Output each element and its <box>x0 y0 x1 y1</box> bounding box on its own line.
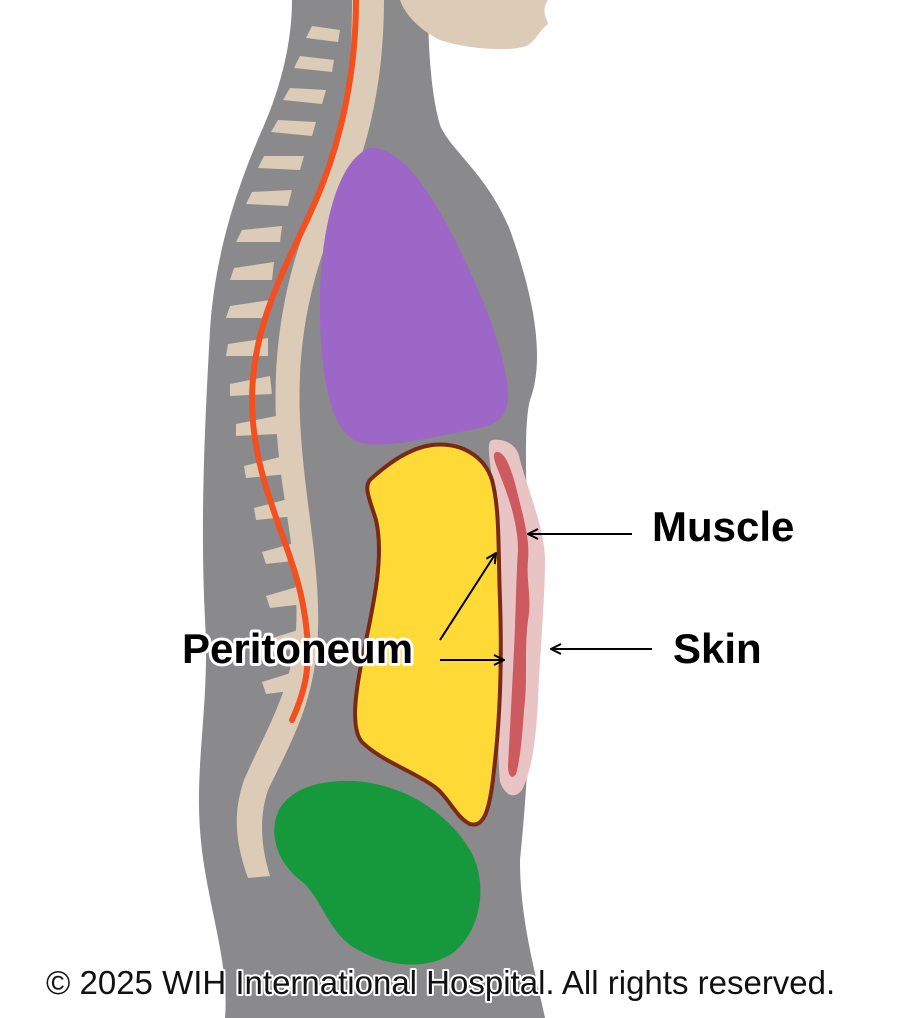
head <box>400 0 548 50</box>
spinal-cord <box>248 0 359 723</box>
bladder <box>274 780 481 965</box>
skin-label: Skin <box>673 625 762 672</box>
spinal-column <box>236 0 384 878</box>
peritoneum-arrow-upper <box>439 553 496 641</box>
muscle-label: Muscle <box>652 503 794 550</box>
lung <box>319 147 509 445</box>
abdominal-cavity <box>353 442 503 827</box>
copyright-notice: © 2025 WIH International Hospital. All r… <box>46 964 835 1001</box>
muscle-layer <box>493 451 530 777</box>
peritoneum-label: Peritoneum <box>182 625 413 672</box>
